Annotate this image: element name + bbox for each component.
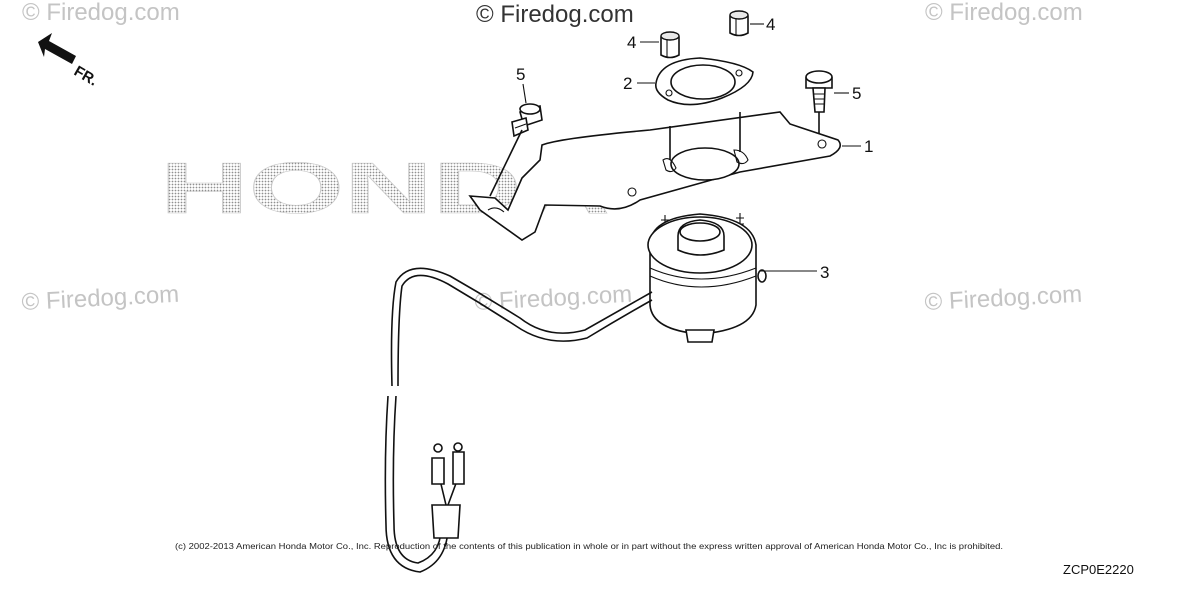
front-direction-label: FR. — [71, 63, 100, 90]
watermark-top-center: © Firedog.com — [476, 1, 634, 28]
callout-bracket: 1 — [864, 137, 873, 156]
watermark-top-right: © Firedog.com — [925, 0, 1083, 26]
bolt-right — [805, 70, 833, 140]
leader-lines — [522, 23, 861, 272]
nut-right — [729, 10, 749, 37]
wire-harness — [384, 267, 653, 573]
gasket — [654, 57, 754, 106]
callout-bolt-left: 5 — [516, 65, 525, 84]
watermark-top-left: © Firedog.com — [22, 0, 180, 26]
watermark-mid-right: © Firedog.com — [924, 281, 1083, 316]
bolt-left — [489, 103, 543, 197]
watermark-mid-left: © Firedog.com — [21, 281, 180, 316]
copyright-notice: (c) 2002-2013 American Honda Motor Co., … — [175, 541, 1003, 551]
callout-nut-left: 4 — [627, 33, 636, 52]
motor — [647, 213, 767, 343]
callout-bolt-right: 5 — [852, 84, 861, 103]
callout-nut-right: 4 — [766, 15, 775, 34]
callout-gasket: 2 — [623, 74, 632, 93]
bracket — [468, 111, 841, 241]
diagram-code: ZCP0E2220 — [1063, 562, 1134, 577]
watermark-mid-center: © Firedog.com — [474, 281, 633, 316]
nut-left — [660, 31, 680, 59]
front-direction-arrow-icon — [38, 33, 76, 64]
callout-motor: 3 — [820, 263, 829, 282]
